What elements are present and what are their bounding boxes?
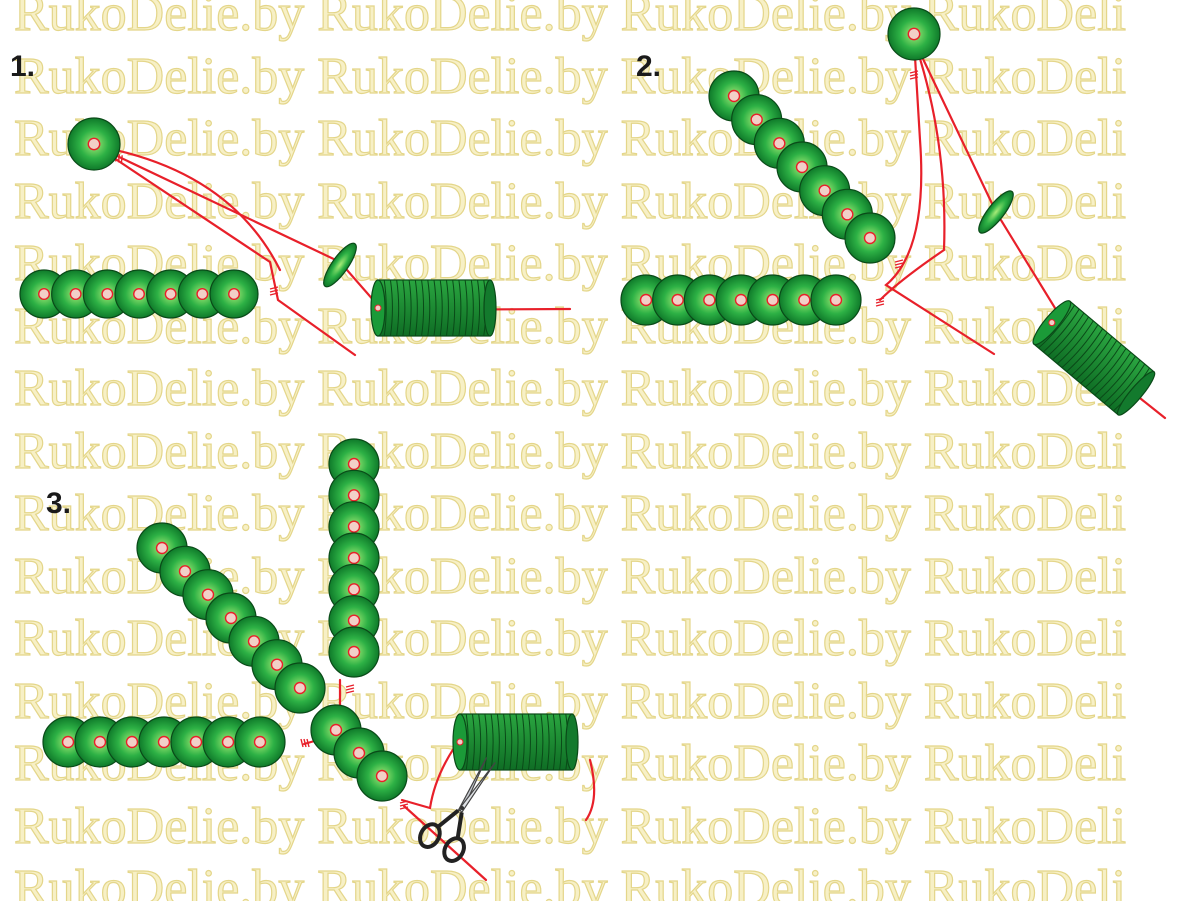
bead-icon: [209, 269, 259, 319]
thread-knot: [269, 286, 279, 296]
bead-icon: [234, 716, 286, 768]
bead-icon: [328, 626, 380, 678]
bead-icon: [887, 7, 941, 61]
thread-knot: [300, 738, 310, 748]
bead-icon: [356, 750, 408, 802]
thread-spools: [370, 279, 1156, 771]
step-1-label: 1.: [10, 50, 36, 83]
scissors-icon: [418, 757, 496, 863]
bead-icon: [978, 190, 1014, 234]
thread-knot: [875, 297, 885, 307]
thread-knot: [909, 70, 919, 80]
thread-knot: [345, 684, 355, 694]
bead-icon: [67, 117, 121, 171]
thread-knot: [399, 800, 409, 810]
step-3-label: 3.: [46, 487, 72, 520]
bead-chains: [19, 7, 1014, 802]
thread-line: [94, 144, 357, 357]
bead-icon: [323, 242, 357, 288]
thread-line: [94, 144, 282, 272]
thread-line: [584, 758, 596, 822]
spool-icon: [452, 713, 579, 771]
thread-knot: [894, 259, 904, 269]
thread-line: [402, 804, 488, 882]
bead-icon: [274, 662, 326, 714]
thread-line: [884, 38, 996, 356]
bead-icon: [844, 212, 896, 264]
spool-icon: [1032, 300, 1156, 416]
thread-line: [878, 38, 946, 302]
spool-icon: [370, 279, 497, 337]
bead-icon: [810, 274, 862, 326]
step-2-label: 2.: [636, 50, 662, 83]
